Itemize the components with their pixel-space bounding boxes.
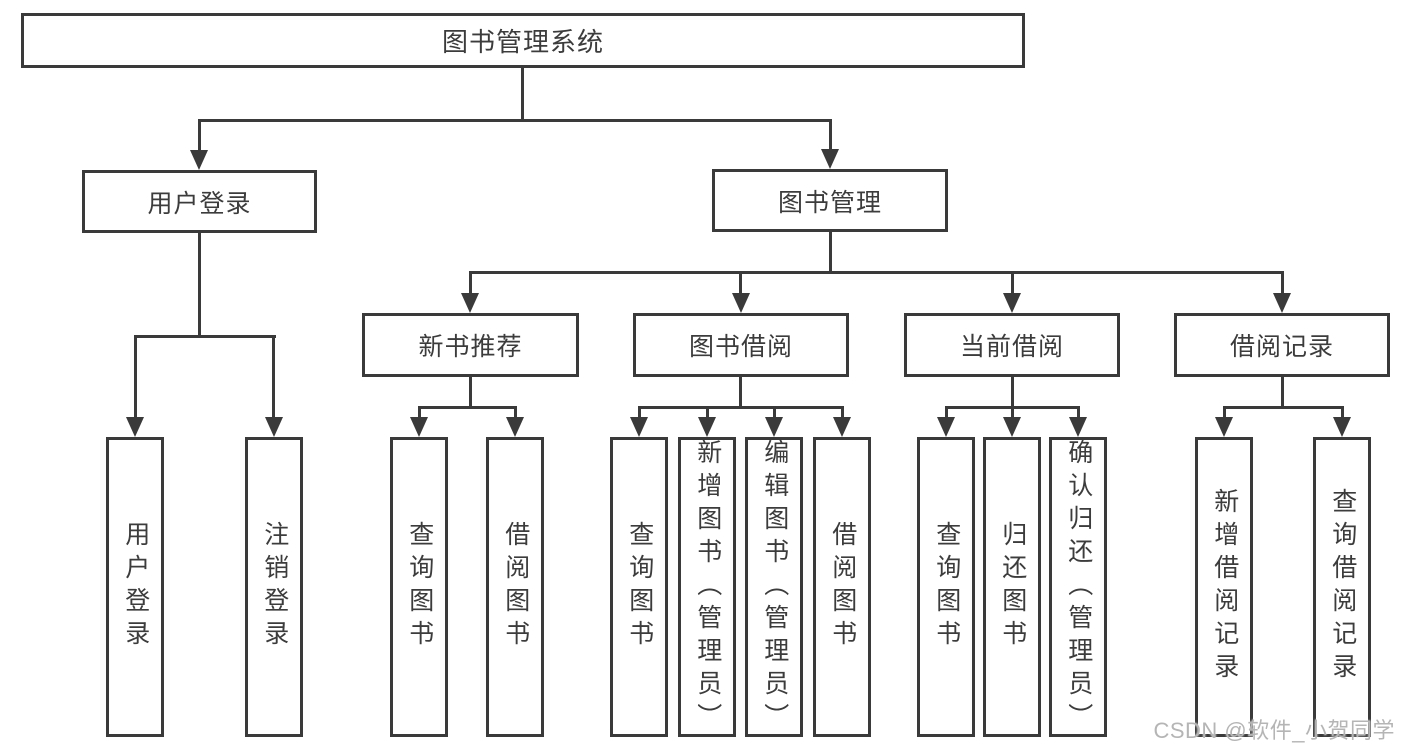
- arrow-to-bor-edit: [765, 417, 783, 437]
- leaf-recommend-borrow-books: 借阅图书: [486, 437, 544, 737]
- arrow-to-leaf-logout: [265, 417, 283, 437]
- connector-arm-bor-borrow: [841, 406, 844, 419]
- connector-book-management-stem: [829, 232, 832, 273]
- arrow-to-rec-query: [410, 417, 428, 437]
- arrow-to-hist-add: [1215, 417, 1233, 437]
- connector-arm-book-borrowing: [739, 271, 742, 295]
- leaf-current-query-books: 查询图书: [917, 437, 975, 737]
- leaf-current-return-books-label: 归还图书: [998, 521, 1027, 653]
- connector-arm-cur-query: [945, 406, 948, 419]
- connector-recommendation-hline: [418, 406, 517, 409]
- connector-arm-bor-edit: [773, 406, 776, 419]
- arrow-to-cur-return: [1003, 417, 1021, 437]
- leaf-borrowing-query-books: 查询图书: [610, 437, 668, 737]
- connector-borrowing-hline: [638, 406, 843, 409]
- connector-arm-bor-add: [706, 406, 709, 419]
- connector-arm-current-borrowing: [1011, 271, 1014, 295]
- leaf-records-add-record-label: 新增借阅记录: [1210, 488, 1239, 686]
- arrow-to-book-management: [821, 149, 839, 169]
- connector-records-stem: [1281, 377, 1284, 408]
- node-book-borrowing: 图书借阅: [633, 313, 849, 377]
- connector-arm-rec-query: [418, 406, 421, 419]
- csdn-watermark: CSDN @软件_小贺同学: [1153, 718, 1395, 743]
- leaf-current-query-books-label: 查询图书: [932, 521, 961, 653]
- connector-arm-user-login: [198, 119, 201, 152]
- connector-recommendation-stem: [469, 377, 472, 408]
- leaf-current-return-books: 归还图书: [983, 437, 1041, 737]
- arrow-to-leaf-user-login: [126, 417, 144, 437]
- arrow-to-current-borrowing: [1003, 293, 1021, 313]
- arrow-to-new-book-recommendation: [461, 293, 479, 313]
- connector-arm-hist-query: [1341, 406, 1344, 419]
- arrow-to-user-login: [190, 150, 208, 170]
- arrow-to-bor-query: [630, 417, 648, 437]
- connector-arm-leaf-logout: [272, 335, 275, 419]
- connector-records-hline: [1223, 406, 1343, 409]
- leaf-user-login: 用户登录: [106, 437, 164, 737]
- leaf-current-confirm-return: 确认归还（管理员）: [1049, 437, 1107, 737]
- leaf-user-login-label: 用户登录: [121, 521, 150, 653]
- leaf-borrowing-query-books-label: 查询图书: [625, 521, 654, 653]
- leaf-borrowing-borrow-books-label: 借阅图书: [828, 521, 857, 653]
- connector-current-stem: [1011, 377, 1014, 408]
- connector-arm-book-management: [829, 119, 832, 151]
- leaf-borrowing-borrow-books: 借阅图书: [813, 437, 871, 737]
- connector-arm-cur-confirm: [1077, 406, 1080, 419]
- arrow-to-cur-confirm: [1069, 417, 1087, 437]
- leaf-recommend-query-books-label: 查询图书: [405, 521, 434, 653]
- node-current-borrowing: 当前借阅: [904, 313, 1120, 377]
- connector-level3-hline: [469, 271, 1283, 274]
- connector-user-login-stem: [198, 233, 201, 337]
- arrow-to-bor-borrow: [833, 417, 851, 437]
- arrow-to-cur-query: [937, 417, 955, 437]
- leaf-borrowing-edit-books: 编辑图书（管理员）: [745, 437, 803, 737]
- node-borrowing-records: 借阅记录: [1174, 313, 1390, 377]
- node-new-book-recommendation: 新书推荐: [362, 313, 579, 377]
- connector-arm-bor-query: [638, 406, 641, 419]
- connector-level2-hline: [198, 119, 831, 122]
- leaf-records-query-record: 查询借阅记录: [1313, 437, 1371, 737]
- leaf-recommend-borrow-books-label: 借阅图书: [501, 521, 530, 653]
- connector-borrowing-stem: [739, 377, 742, 408]
- connector-arm-hist-add: [1223, 406, 1226, 419]
- connector-arm-new-book-recommendation: [469, 271, 472, 295]
- leaf-borrowing-edit-books-label: 编辑图书（管理员）: [760, 438, 789, 736]
- node-root: 图书管理系统: [21, 13, 1025, 68]
- leaf-logout: 注销登录: [245, 437, 303, 737]
- leaf-records-add-record: 新增借阅记录: [1195, 437, 1253, 737]
- connector-arm-borrowing-records: [1281, 271, 1284, 295]
- arrow-to-book-borrowing: [732, 293, 750, 313]
- leaf-borrowing-add-books-label: 新增图书（管理员）: [693, 438, 722, 736]
- arrow-to-bor-add: [698, 417, 716, 437]
- leaf-recommend-query-books: 查询图书: [390, 437, 448, 737]
- arrow-to-hist-query: [1333, 417, 1351, 437]
- node-book-management: 图书管理: [712, 169, 948, 232]
- leaf-borrowing-add-books: 新增图书（管理员）: [678, 437, 736, 737]
- node-user-login: 用户登录: [82, 170, 317, 233]
- connector-arm-cur-return: [1011, 406, 1014, 419]
- connector-arm-rec-borrow: [514, 406, 517, 419]
- leaf-logout-label: 注销登录: [260, 521, 289, 653]
- arrow-to-borrowing-records: [1273, 293, 1291, 313]
- leaf-current-confirm-return-label: 确认归还（管理员）: [1064, 438, 1093, 736]
- connector-root-stem: [521, 68, 524, 121]
- connector-arm-leaf-user-login: [134, 335, 137, 419]
- leaf-records-query-record-label: 查询借阅记录: [1328, 488, 1357, 686]
- connector-user-login-hline: [134, 335, 276, 338]
- arrow-to-rec-borrow: [506, 417, 524, 437]
